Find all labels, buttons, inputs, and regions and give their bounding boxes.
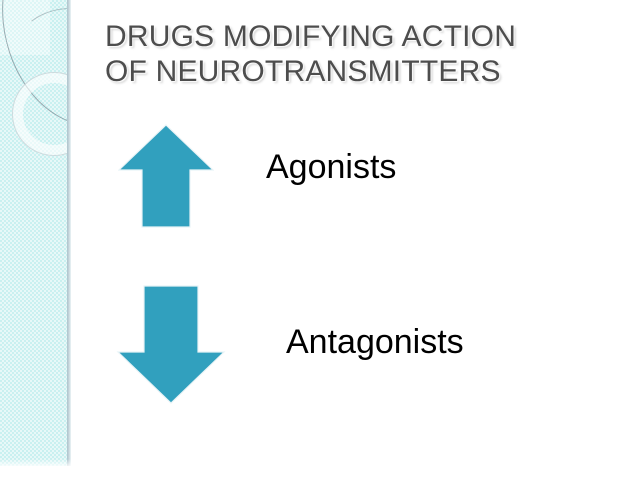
decorative-side-panel (0, 0, 67, 466)
arrow-down-icon (116, 285, 226, 404)
label-antagonists: Antagonists (286, 323, 464, 361)
label-agonists: Agonists (266, 148, 397, 186)
arrow-up-icon (117, 124, 215, 228)
slide-title: DRUGS MODIFYING ACTION OF NEUROTRANSMITT… (105, 20, 517, 88)
decorative-side-panel-edge (67, 0, 71, 466)
decorative-light-block (0, 0, 50, 55)
decorative-panel-bottom-fade (0, 459, 71, 467)
